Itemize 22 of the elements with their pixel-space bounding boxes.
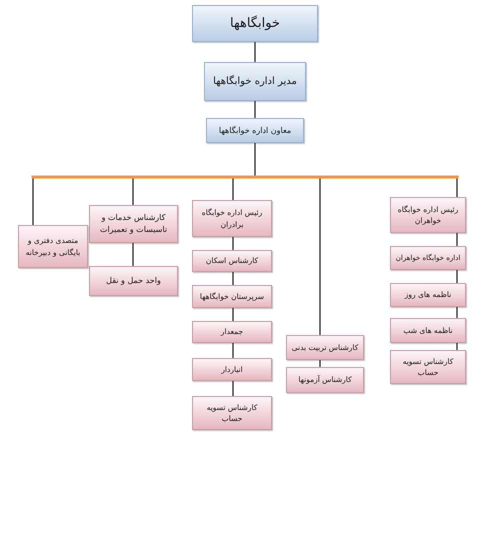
- connector-line: [232, 342, 234, 358]
- connector-line: [456, 232, 458, 246]
- connector-line: [456, 270, 458, 284]
- connector-line: [32, 142, 458, 178]
- connector-line: [232, 308, 234, 322]
- org-box: کارشناس خدمات و تاسیسات و تعمیرات: [89, 205, 178, 243]
- connector-line: [232, 236, 234, 250]
- connector-line: [456, 178, 458, 198]
- connector-line: [254, 42, 256, 62]
- connector-line: [132, 242, 134, 266]
- connector-line: [232, 178, 234, 200]
- org-box: معاون اداره خوابگاهها: [206, 118, 304, 143]
- connector-line: [232, 272, 234, 286]
- connector-line: [254, 100, 256, 118]
- connector-line: [132, 178, 134, 206]
- connector-line: [32, 178, 34, 226]
- org-box: خوابگاهها: [192, 5, 318, 42]
- org-box: مدیر اداره خوابگاهها: [204, 62, 306, 101]
- connector-line: [456, 342, 458, 350]
- connector-line: [456, 306, 458, 318]
- org-box: واحد حمل و نقل: [89, 266, 178, 296]
- connector-line: [232, 380, 234, 396]
